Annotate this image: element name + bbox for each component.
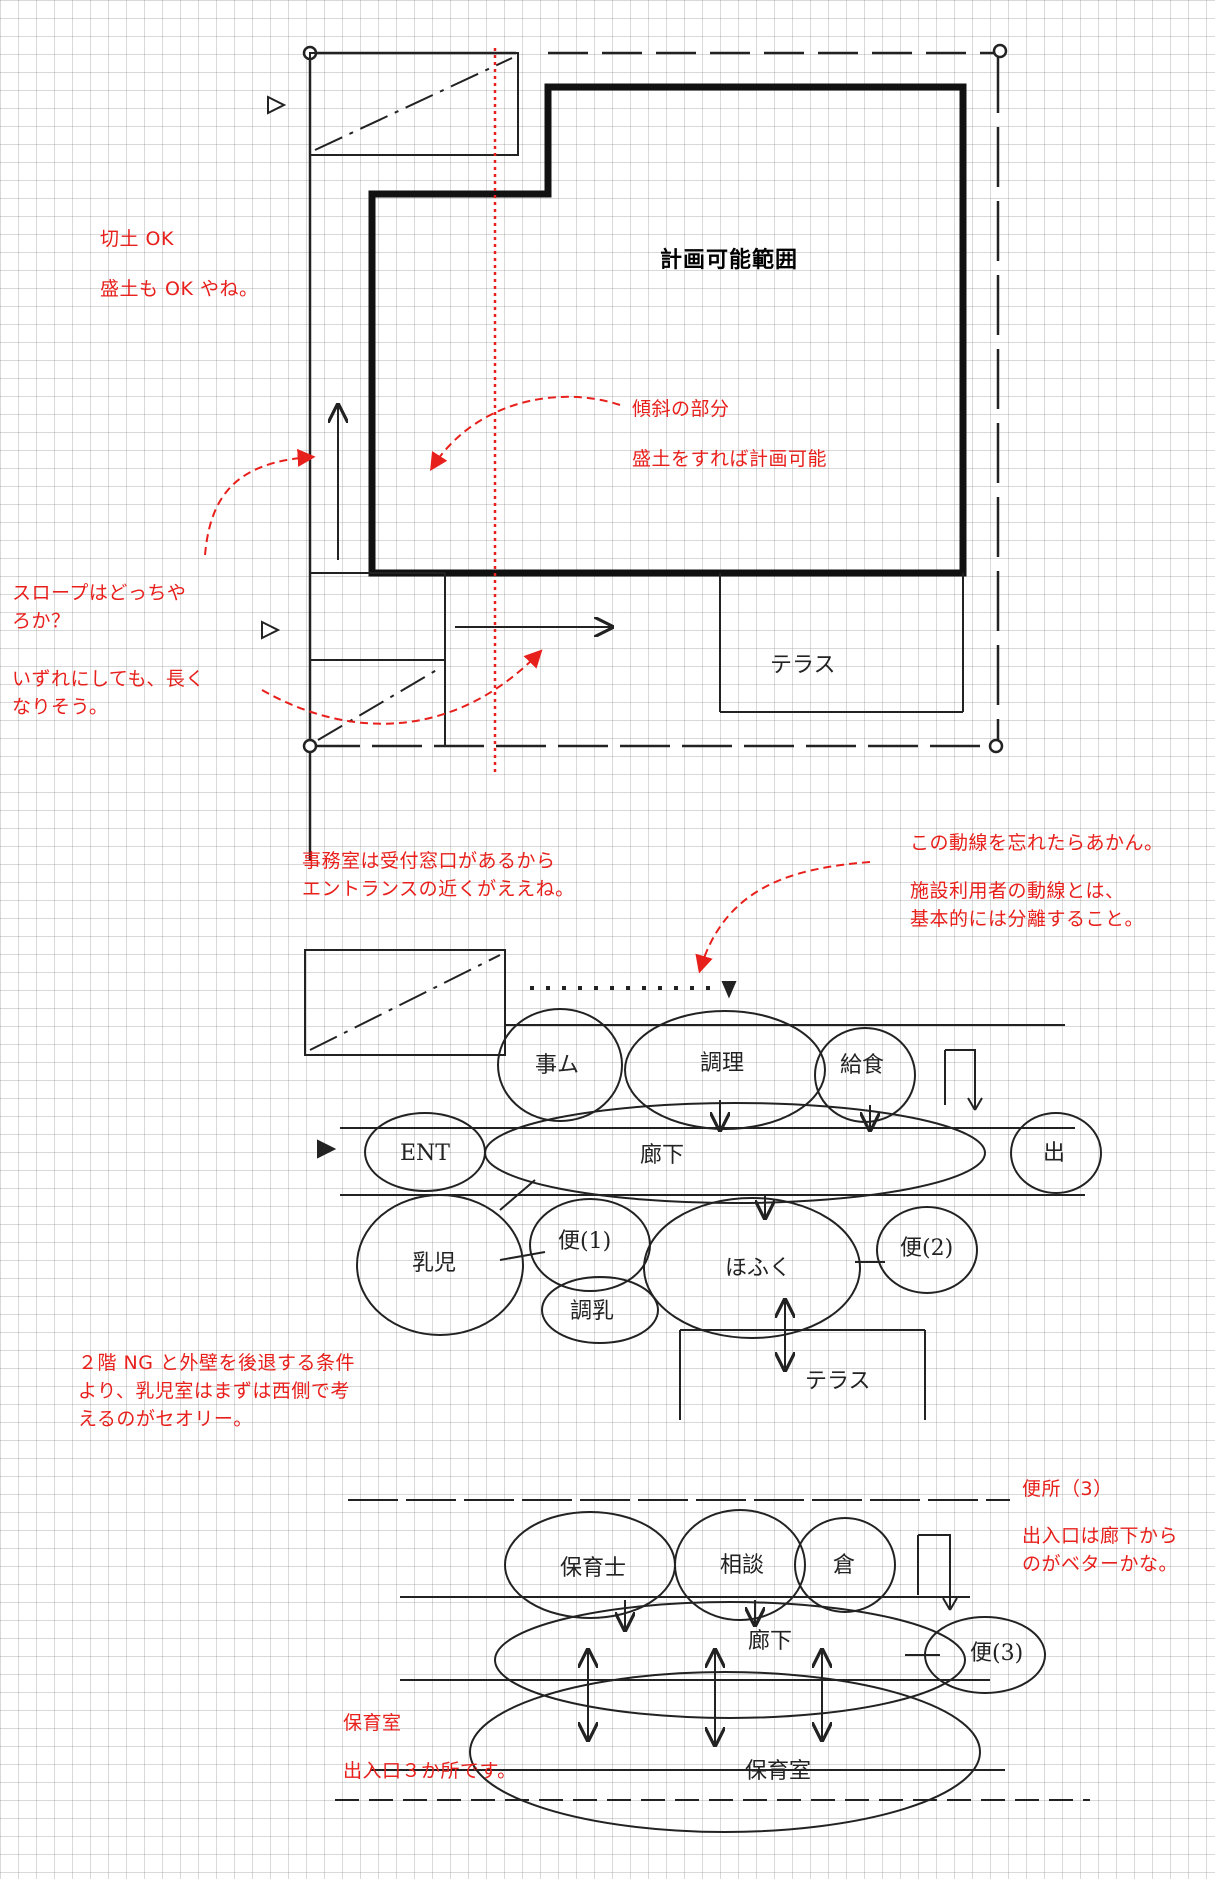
- note-toilet-1: 便所（3）: [1022, 1478, 1113, 1500]
- label-corridor-2: 廊下: [748, 1629, 792, 1654]
- label-office: 事ム: [535, 1053, 579, 1078]
- label-wc3: 便(3): [970, 1641, 1023, 1666]
- note-cut-fill-1: 切土 OK: [100, 228, 174, 250]
- note-circulation-2: 施設利用者の動線とは、: [910, 880, 1125, 902]
- label-terrace-mid: テラス: [805, 1369, 871, 1394]
- note-circulation-1: この動線を忘れたらあかん。: [910, 832, 1164, 854]
- zoning-diagram-1: [304, 949, 1102, 1420]
- site-boundary: [302, 43, 1008, 860]
- note-infant-1: ２階 NG と外壁を後退する条件: [78, 1352, 356, 1374]
- note-infant-3: えるのがセオリー。: [78, 1408, 253, 1430]
- label-consult-room: 相談: [720, 1553, 764, 1578]
- label-wc1: 便(1): [558, 1229, 611, 1254]
- entry-markers: [261, 95, 287, 640]
- note-toilet-3: のがベターかな。: [1022, 1553, 1179, 1575]
- note-office-1: 事務室は受付窓口があるから: [302, 850, 556, 872]
- note-toilet-2: 出入口は廊下から: [1022, 1525, 1179, 1547]
- note-nursery-1: 保育室: [343, 1712, 402, 1734]
- note-nursery-2: 出入口３か所です。: [343, 1760, 517, 1782]
- label-meal: 給食: [840, 1053, 884, 1078]
- label-storage: 倉: [833, 1553, 855, 1578]
- note-ramp-4: なりそう。: [12, 696, 109, 718]
- label-nursery-room: 保育室: [745, 1759, 811, 1784]
- label-kitchen: 調理: [700, 1051, 744, 1076]
- buildable-area-outline: [368, 83, 967, 577]
- label-infant-room: 乳児: [412, 1251, 456, 1276]
- note-ramp-3: いずれにしても、長く: [12, 668, 205, 690]
- zoning-diagram-2: [335, 1499, 1090, 1833]
- note-infant-2: より、乳児室はまずは西側で考: [78, 1380, 350, 1402]
- label-corridor: 廊下: [640, 1143, 684, 1168]
- label-terrace-top: テラス: [770, 653, 836, 678]
- label-milk-room: 調乳: [570, 1299, 614, 1324]
- label-hall: ほふく: [725, 1256, 791, 1281]
- note-circulation-3: 基本的には分離すること。: [910, 908, 1145, 930]
- plan-title: 計画可能範囲: [660, 248, 799, 273]
- note-ramp-2: ろか？: [12, 610, 71, 632]
- existing-building-top: [309, 52, 519, 156]
- note-ramp-1: スロープはどっちや: [12, 582, 187, 604]
- note-office-2: エントランスの近くがええね。: [302, 878, 575, 900]
- label-wc2: 便(2): [900, 1236, 953, 1261]
- note-slope-1: 傾斜の部分: [632, 398, 730, 420]
- note-cut-fill-2: 盛土も OK やね。: [100, 278, 259, 300]
- label-exit: 出: [1043, 1141, 1065, 1166]
- site-lines: [310, 572, 964, 746]
- label-staff-room: 保育士: [560, 1556, 626, 1581]
- annotation-arrows: [204, 395, 871, 974]
- ramp-arrows: [338, 405, 612, 627]
- label-entrance: ENT: [400, 1141, 450, 1166]
- sketch-labels: テラス 事ム 調理 給食 ENT 廊下 出 便(1) 乳児 ほふく 便(2) 調…: [400, 653, 1065, 1784]
- note-slope-2: 盛土をすれば計画可能: [632, 448, 828, 470]
